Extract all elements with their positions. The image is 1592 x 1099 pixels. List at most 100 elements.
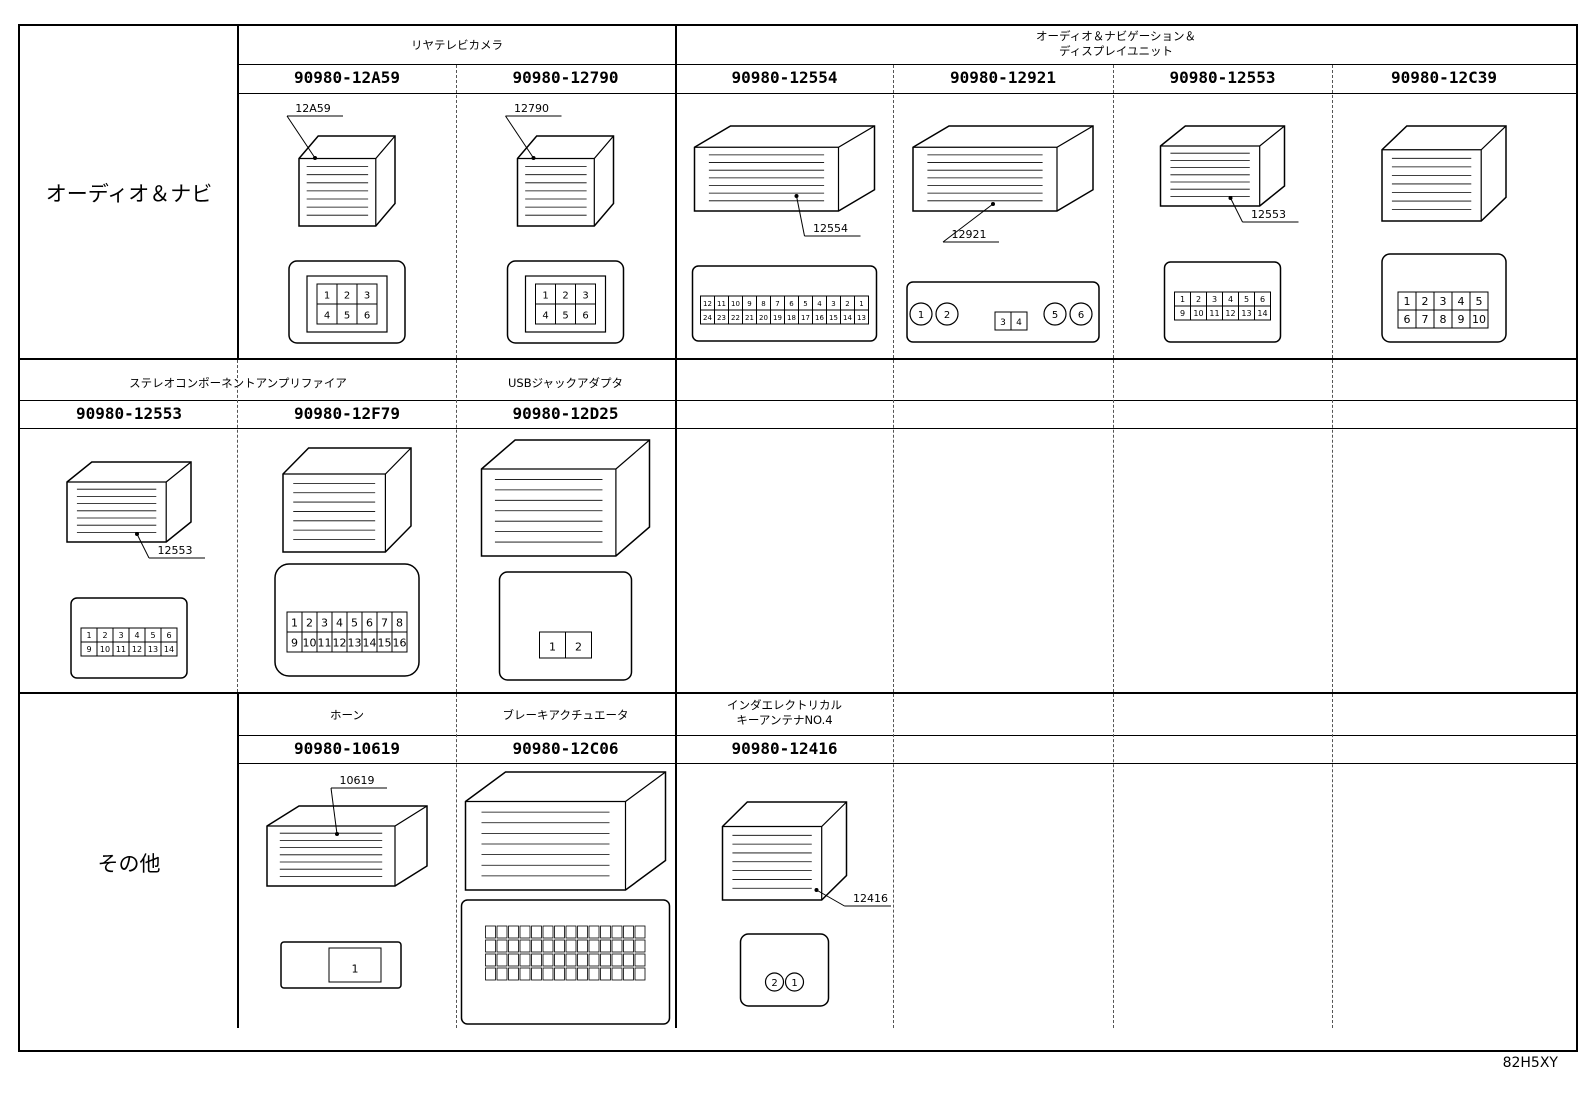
leader-line	[136, 533, 150, 559]
pin-number: 2	[845, 300, 849, 308]
pin-cell	[519, 967, 531, 981]
pin-number: 4	[817, 300, 822, 308]
grid-line	[675, 360, 677, 692]
pin-cell	[623, 939, 634, 953]
connector-housing	[282, 447, 412, 553]
group-caption-horn: ホーン	[330, 708, 364, 722]
pin-cell	[600, 967, 611, 981]
grid-line	[237, 24, 239, 358]
pin-cell	[328, 947, 382, 983]
pin-cell	[784, 972, 805, 992]
pin-cell	[634, 953, 646, 967]
grid-line	[237, 763, 1578, 764]
pin-number: 7	[775, 300, 779, 308]
pin-number: 2	[1422, 295, 1429, 308]
group-caption-brake-actuator: ブレーキアクチュエータ	[502, 708, 629, 722]
category-other: その他	[97, 852, 161, 876]
pin-cell	[611, 939, 623, 953]
part-number: 90980-12554	[731, 68, 838, 87]
pin-cell	[508, 925, 519, 939]
connector-edge	[299, 135, 396, 226]
leader-line	[330, 787, 338, 835]
part-number: 90980-12553	[1169, 68, 1276, 87]
connector-housing	[298, 135, 396, 227]
connector-figure	[458, 768, 673, 1028]
pin-cell	[623, 967, 634, 981]
pin-number: 11	[1209, 309, 1219, 318]
grid-line	[1113, 360, 1114, 692]
grid-line	[237, 93, 1578, 94]
pin-number: 13	[148, 645, 158, 654]
grid-line	[893, 360, 894, 692]
pin-number: 5	[803, 300, 807, 308]
pin-cell	[519, 925, 531, 939]
pin-cell	[485, 967, 496, 981]
pin-number: 1	[791, 978, 797, 989]
part-number: 90980-12790	[512, 68, 619, 87]
pin-number: 1	[291, 616, 298, 629]
pin-number: 5	[150, 631, 155, 640]
pin-number: 7	[1422, 313, 1429, 326]
pin-number: 1	[324, 290, 330, 301]
pin-cell	[600, 939, 611, 953]
part-tag: 12554	[813, 222, 848, 235]
grid-line	[456, 694, 457, 1028]
pin-number: 5	[344, 310, 350, 321]
pin-cell	[554, 925, 565, 939]
pin-number: 1	[352, 962, 359, 975]
leader-line	[286, 115, 316, 159]
pin-cell	[519, 953, 531, 967]
pin-number: 1	[859, 300, 863, 308]
pin-number: 4	[1016, 318, 1022, 328]
connector-edge	[67, 461, 192, 542]
pin-number: 3	[831, 300, 835, 308]
pin-number: 1	[918, 310, 924, 321]
pin-number: 10	[1472, 313, 1486, 326]
pin-number: 10	[303, 636, 317, 649]
pin-number: 15	[829, 314, 838, 322]
pin-cell	[531, 925, 542, 939]
connector-housing	[1159, 125, 1286, 207]
pin-cell	[588, 939, 600, 953]
leader-line	[505, 115, 534, 159]
part-tag: 10619	[340, 774, 375, 787]
connector-figure: 10619 1	[240, 768, 454, 1028]
pin-cell	[485, 925, 496, 939]
pin-number: 8	[396, 616, 403, 629]
pin-cell	[909, 302, 933, 326]
pin-number: 18	[787, 314, 796, 322]
pin-cell	[1469, 309, 1489, 329]
pin-number: 2	[944, 310, 950, 321]
pin-cell	[554, 967, 565, 981]
pin-number: 2	[102, 631, 107, 640]
grid-line	[1332, 360, 1333, 692]
pin-number: 6	[364, 310, 370, 321]
connector-housing	[912, 125, 1094, 212]
pin-number: 13	[857, 314, 866, 322]
grid-line	[456, 65, 457, 358]
connector-housing	[464, 771, 667, 891]
pin-number: 22	[731, 314, 740, 322]
pin-cell	[531, 953, 542, 967]
pin-cell	[391, 631, 408, 653]
pin-cell	[160, 641, 178, 657]
pin-number: 20	[759, 314, 768, 322]
leader-arrow	[1228, 196, 1233, 200]
connector-svg	[460, 771, 671, 1025]
grid-line	[456, 360, 457, 692]
connector-edge	[1382, 125, 1507, 221]
connector-edge	[481, 439, 650, 556]
grid-line	[1332, 65, 1333, 358]
pin-number: 14	[164, 645, 174, 654]
pin-cell	[611, 967, 623, 981]
pin-cell	[565, 953, 577, 967]
